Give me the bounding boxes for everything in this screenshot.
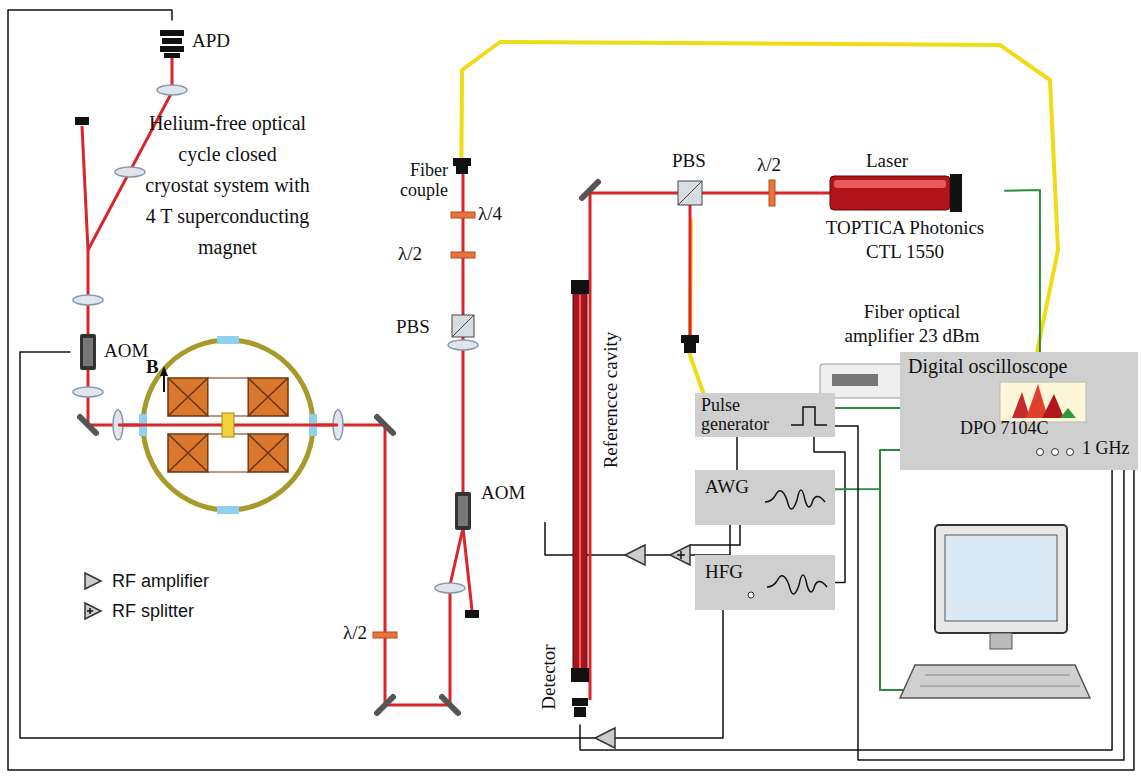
waveplate-label: λ/4 <box>478 203 502 225</box>
waveplate-label: λ/2 <box>398 243 422 265</box>
node-label: AWG <box>705 476 749 498</box>
reference-cavity: Referencce cavity <box>595 300 627 500</box>
pbs-cube: PBS <box>668 150 714 220</box>
node-label: DPO 7104C <box>960 418 1049 439</box>
signal-cable <box>835 450 900 489</box>
node-label: Laser <box>866 150 908 172</box>
node-label: APD <box>192 30 230 52</box>
legend-label: RF amplifier <box>112 571 209 592</box>
field-label: B <box>146 356 159 378</box>
digital-oscilloscope: Digital oscilloscopeDPO 7104C 1 GHz <box>900 352 1138 470</box>
node-label: Fiber optical amplifier 23 dBm <box>837 300 987 348</box>
fiber-coupler: Fiber couple <box>386 158 478 204</box>
aom-modulator: AOM <box>445 482 545 540</box>
optical-fiber <box>461 42 1058 386</box>
optical-fiber <box>690 220 812 398</box>
waveplate-label: λ/2 <box>343 622 367 644</box>
rf-amplifier-symbol <box>82 570 104 592</box>
node-label: Fiber couple <box>386 160 448 200</box>
cryostat-system: Helium-free optical cycle closed cryosta… <box>135 108 320 512</box>
awg-generator: AWG <box>695 470 835 525</box>
node-label: AOM <box>104 340 148 362</box>
node-label: Detector <box>538 644 560 709</box>
laser-source: LaserTOPTICA Photonics CTL 1550 <box>800 148 1005 272</box>
node-label: HFG <box>705 561 743 583</box>
signal-cable <box>835 407 900 408</box>
node-label: AOM <box>481 482 525 504</box>
signal-cable <box>580 470 1112 750</box>
node-label: Pulse generator <box>701 396 781 434</box>
node-label: PBS <box>396 316 430 338</box>
node-label: PBS <box>672 150 706 172</box>
node-label: Helium-free optical cycle closed cryosta… <box>145 108 310 263</box>
node-label: 1 GHz <box>1082 438 1130 459</box>
hfg-generator: HFG <box>695 555 835 610</box>
legend-row: RF splitter <box>82 600 194 622</box>
signal-cable <box>737 437 738 470</box>
node-label: TOPTICA Photonics CTL 1550 <box>815 216 995 264</box>
rf-splitter-symbol <box>82 600 104 622</box>
waveplate-label: λ/2 <box>757 154 781 176</box>
legend-row: RF amplifier <box>82 570 209 592</box>
pbs-label: PBS <box>392 308 450 344</box>
signal-cable <box>1005 190 1040 352</box>
legend-label: RF splitter <box>112 601 194 622</box>
pulse-generator: Pulse generator <box>695 393 835 437</box>
detector: Detector <box>535 630 595 725</box>
apd-detector: APD <box>140 20 240 68</box>
node-label: Referencce cavity <box>600 332 622 469</box>
signal-cable <box>835 426 1124 760</box>
node-label: Digital oscilloscope <box>908 355 1067 378</box>
